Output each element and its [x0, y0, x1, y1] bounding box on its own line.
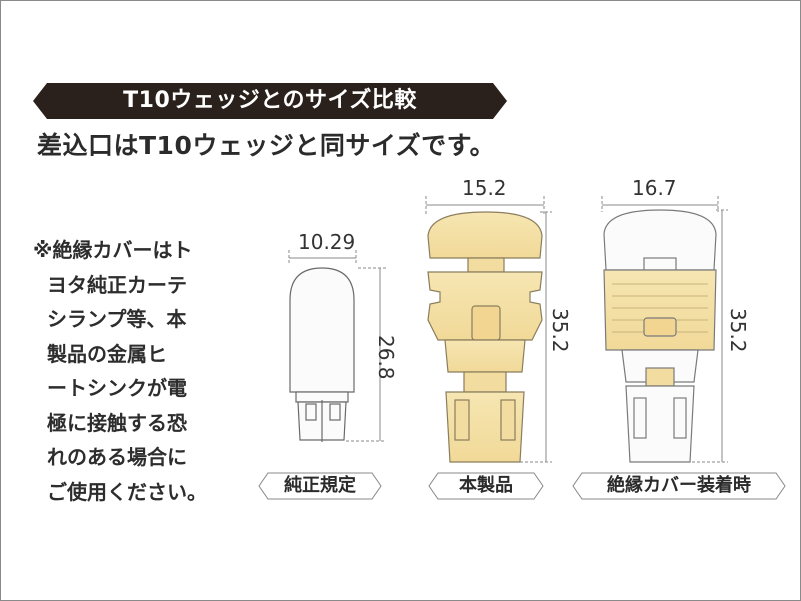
covered-width-label: 16.7 — [632, 176, 677, 200]
covered-label-text: 絶縁カバー装着時 — [607, 475, 751, 496]
note-line: 製品の金属ヒ — [47, 341, 167, 366]
product-height-label: 35.2 — [548, 308, 572, 353]
note-line: ご使用ください。 — [47, 479, 207, 504]
note-line: ヨタ純正カーテ — [47, 272, 187, 297]
genuine-label: 純正規定 — [258, 472, 382, 500]
title-banner — [33, 83, 507, 119]
genuine-label-text: 純正規定 — [284, 475, 356, 496]
covered-label: 絶縁カバー装着時 — [572, 472, 786, 500]
product-label-text: 本製品 — [459, 475, 513, 496]
genuine-dimension-lines — [288, 250, 386, 442]
genuine-width-label: 10.29 — [298, 230, 356, 254]
product-label: 本製品 — [428, 472, 544, 500]
label-frame — [258, 472, 382, 500]
label-frame — [428, 472, 544, 500]
product-width-label: 15.2 — [462, 176, 507, 200]
note-line: 極に接触する恐 — [47, 410, 187, 435]
note-line: シランプ等、本 — [47, 307, 187, 331]
covered-dimension-lines — [601, 196, 728, 463]
genuine-bulb — [289, 267, 355, 442]
genuine-height-label: 26.8 — [374, 335, 398, 380]
page-title: T10ウェッジとのサイズ比較 — [123, 88, 417, 113]
label-frame — [572, 472, 786, 500]
note-line: ※絶縁カバーはト — [33, 238, 193, 262]
covered-height-label: 35.2 — [726, 308, 750, 353]
note-line: ートシンクが電 — [47, 376, 187, 400]
page-subtitle: 差込口はT10ウェッジと同サイズです。 — [37, 131, 496, 160]
note-line: れのある場合に — [47, 445, 187, 469]
covered-bulb — [603, 209, 717, 463]
insulation-note: ※絶縁カバーはト ヨタ純正カーテ シランプ等、本 製品の金属ヒ ートシンクが電 … — [33, 233, 243, 509]
product-bulb — [427, 211, 543, 463]
product-dimension-lines — [425, 196, 552, 463]
